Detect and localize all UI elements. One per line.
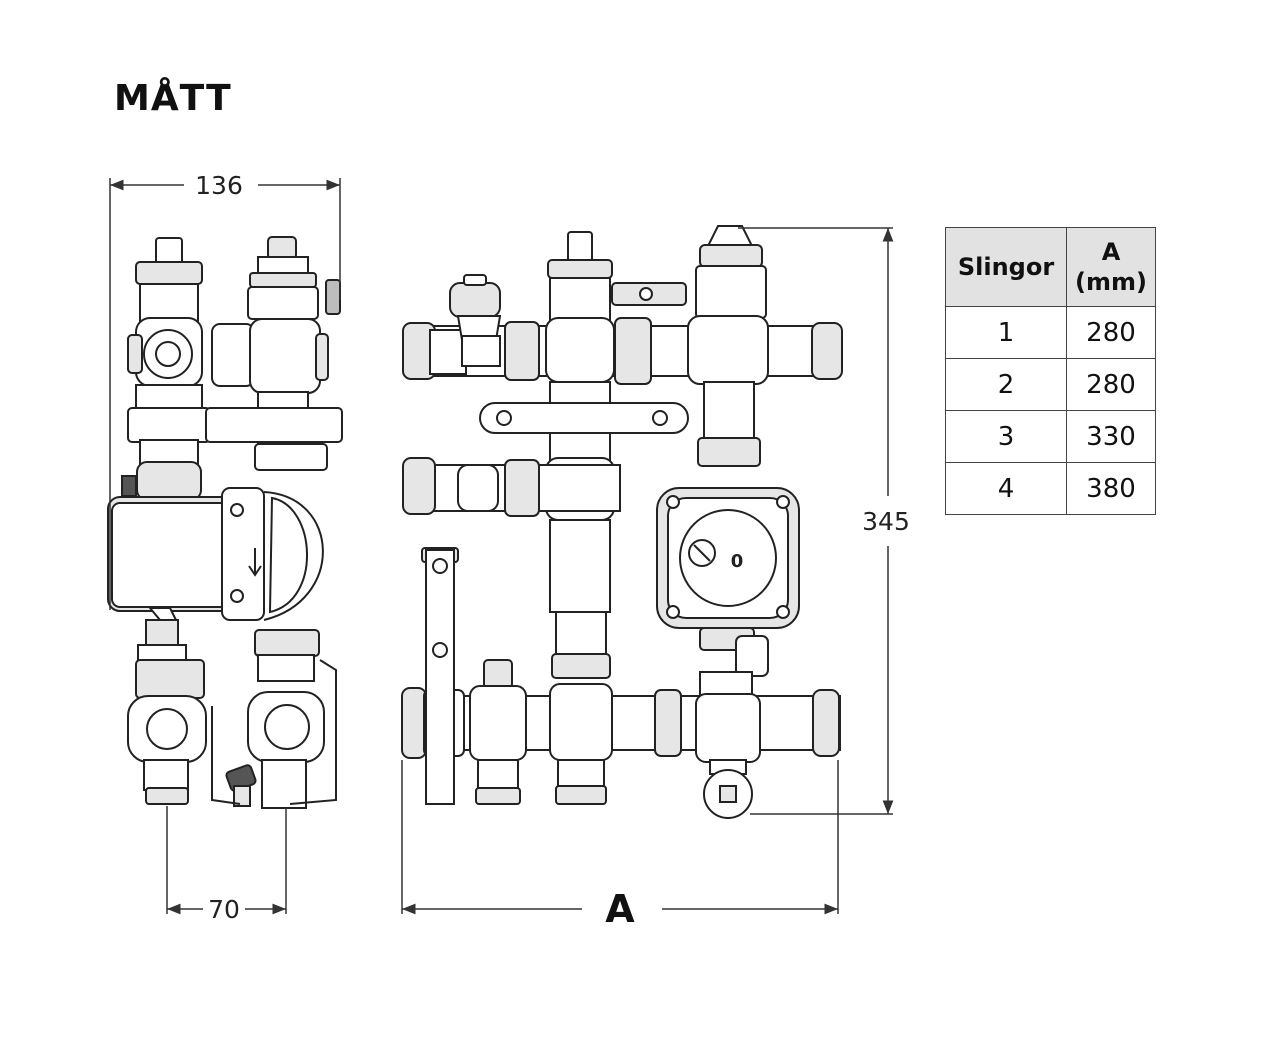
cell-slingor: 1	[945, 306, 1067, 359]
dimension-table: Slingor A (mm) 1 280 2 280 3 330 4 380	[945, 227, 1156, 515]
table-row: 4 380	[945, 462, 1156, 515]
cell-slingor: 2	[945, 358, 1067, 411]
dim-length-a: A	[605, 887, 635, 931]
cell-a: 330	[1066, 410, 1156, 463]
cell-slingor: 3	[945, 410, 1067, 463]
cell-slingor: 4	[945, 462, 1067, 515]
pump-label: 0	[731, 551, 744, 572]
dim-width-136: 136	[195, 171, 243, 200]
table-row: 1 280	[945, 306, 1156, 359]
dim-height-345: 345	[862, 507, 910, 536]
table-row: 2 280	[945, 358, 1156, 411]
page-title: MÅTT	[114, 78, 232, 119]
front-view: 0	[401, 225, 843, 819]
side-view	[107, 236, 343, 809]
table-header-row: Slingor A (mm)	[945, 227, 1156, 307]
header-a-mm: A (mm)	[1066, 227, 1156, 307]
dim-spacing-70: 70	[208, 895, 240, 924]
cell-a: 280	[1066, 358, 1156, 411]
cell-a: 380	[1066, 462, 1156, 515]
cell-a: 280	[1066, 306, 1156, 359]
header-slingor: Slingor	[945, 227, 1067, 307]
table-row: 3 330	[945, 410, 1156, 463]
